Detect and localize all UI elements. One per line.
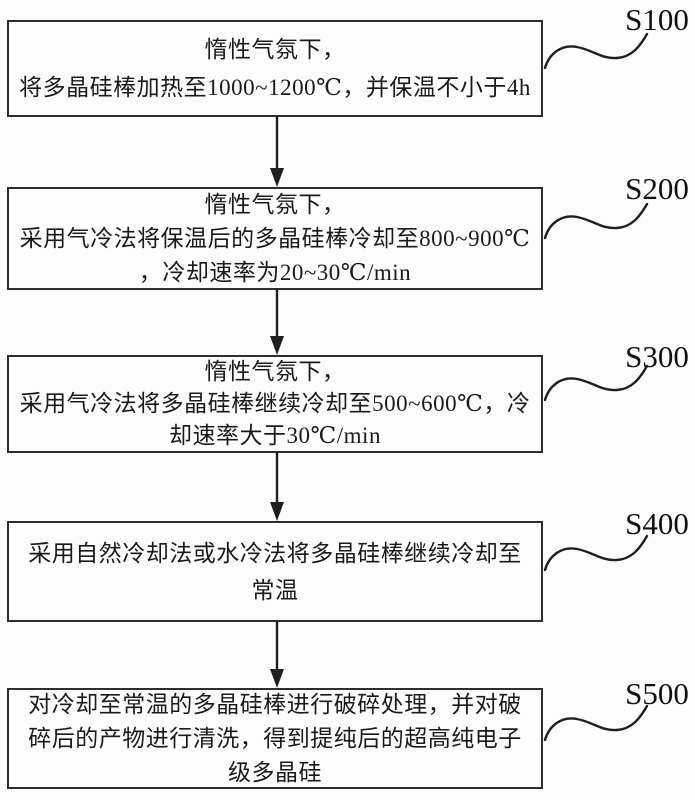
flow-arrow-3: [270, 451, 284, 521]
step-text-line: 惰性气氛下，: [204, 36, 346, 62]
step-label-s300: S300: [625, 339, 689, 374]
step-text-line: 采用自然冷却法或水冷法将多晶硅棒继续冷却至: [28, 540, 522, 566]
step-box-s400: 采用自然冷却法或水冷法将多晶硅棒继续冷却至 常温: [7, 521, 543, 622]
step-label-s400: S400: [625, 506, 689, 541]
flow-arrow-2: [270, 288, 284, 355]
step-box-s100: 惰性气氛下， 将多晶硅棒加热至1000~1200℃，并保温不小于4h: [7, 20, 543, 117]
step-text-line: 采用气冷法将保温后的多晶硅棒冷却至800~900℃: [19, 225, 531, 251]
step-label-s200: S200: [625, 171, 689, 206]
step-box-s200: 惰性气氛下， 采用气冷法将保温后的多晶硅棒冷却至800~900℃ ，冷却速率为2…: [7, 187, 543, 290]
flow-arrow-4: [270, 620, 284, 688]
step-text-line: 惰性气氛下，: [204, 191, 346, 217]
step-text-line: 惰性气氛下，: [204, 359, 346, 384]
step-text-line: 却速率大于30℃/min: [169, 423, 381, 448]
step-box-s300: 惰性气氛下， 采用气冷法将多晶硅棒继续冷却至500~600℃，冷 却速率大于30…: [7, 355, 543, 453]
step-text-line: 级多晶硅: [228, 759, 322, 785]
step-text-line: 碎后的产物进行清洗，得到提纯后的超高纯电子: [28, 725, 522, 751]
step-box-s500: 对冷却至常温的多晶硅棒进行破碎处理，并对破 碎后的产物进行清洗，得到提纯后的超高…: [7, 688, 543, 789]
step-text-line: 将多晶硅棒加热至1000~1200℃，并保温不小于4h: [19, 74, 531, 100]
flow-arrow-1: [270, 115, 284, 187]
reference-squiggle-s400: [543, 534, 649, 572]
step-text-line: 采用气冷法将多晶硅棒继续冷却至500~600℃，冷: [19, 391, 531, 416]
reference-squiggle-s500: [543, 704, 649, 742]
reference-squiggle-s200: [543, 202, 649, 240]
reference-squiggle-s100: [543, 32, 649, 70]
step-text-line: ，冷却速率为20~30℃/min: [138, 259, 412, 285]
step-text-line: 常温: [251, 577, 299, 603]
step-label-s100: S100: [625, 2, 689, 37]
step-label-s500: S500: [625, 676, 689, 711]
step-text-line: 对冷却至常温的多晶硅棒进行破碎处理，并对破: [28, 691, 522, 717]
